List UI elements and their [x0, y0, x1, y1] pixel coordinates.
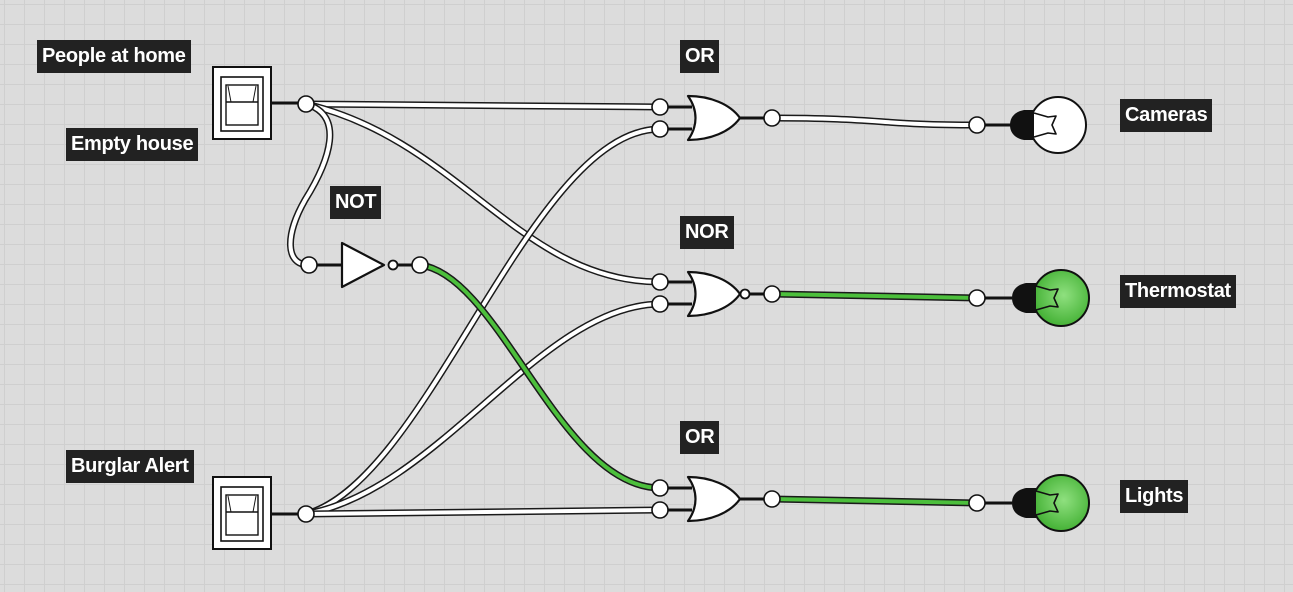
wire-nor-to-thermostat[interactable] [768, 290, 981, 302]
not-gate[interactable] [340, 241, 399, 289]
label-people-at-home: People at home [37, 40, 191, 73]
or-bottom-output-pin[interactable] [763, 490, 781, 508]
or-bottom-input1-pin[interactable] [651, 479, 669, 497]
label-thermostat: Thermostat [1120, 275, 1236, 308]
label-or-top: OR [680, 40, 720, 73]
switch-home-output-pin[interactable] [297, 95, 315, 113]
or-top-input2-pin[interactable] [651, 120, 669, 138]
toggle-switch-home[interactable] [212, 66, 272, 140]
cameras-bulb [1010, 96, 1087, 154]
lights-input-pin[interactable] [968, 494, 986, 512]
label-cameras: Cameras [1120, 99, 1213, 132]
label-burglar-alert: Burglar Alert [66, 450, 194, 483]
label-empty-house: Empty house [66, 128, 199, 161]
wire-burglar-to-or-bottom[interactable] [302, 506, 664, 518]
wire-or-top-to-cameras[interactable] [768, 114, 981, 129]
or-gate-bottom[interactable] [686, 475, 742, 523]
thermostat-input-pin[interactable] [968, 289, 986, 307]
wire-burglar-to-nor[interactable] [302, 300, 664, 518]
nor-input2-pin[interactable] [651, 295, 669, 313]
lights-bulb [1012, 474, 1090, 532]
nor-gate[interactable] [686, 270, 751, 318]
cameras-input-pin[interactable] [968, 116, 986, 134]
wire-or-bottom-to-lights[interactable] [768, 495, 981, 507]
label-or-bottom: OR [680, 421, 720, 454]
wire-home-to-not[interactable] [287, 100, 334, 269]
or-top-input1-pin[interactable] [651, 98, 669, 116]
nor-output-pin[interactable] [763, 285, 781, 303]
wire-not-to-or-bottom[interactable] [416, 261, 664, 492]
toggle-switch-burglar[interactable] [212, 476, 272, 550]
wire-home-to-or-top[interactable] [302, 100, 664, 111]
not-output-pin[interactable] [411, 256, 429, 274]
wire-home-to-nor[interactable] [302, 100, 664, 286]
thermostat-bulb [1012, 269, 1090, 327]
label-nor: NOR [680, 216, 734, 249]
or-gate-top[interactable] [686, 94, 742, 142]
not-input-pin[interactable] [300, 256, 318, 274]
or-bottom-input2-pin[interactable] [651, 501, 669, 519]
switch-burglar-output-pin[interactable] [297, 505, 315, 523]
or-top-output-pin[interactable] [763, 109, 781, 127]
label-lights: Lights [1120, 480, 1189, 513]
nor-input1-pin[interactable] [651, 273, 669, 291]
label-not: NOT [330, 186, 382, 219]
